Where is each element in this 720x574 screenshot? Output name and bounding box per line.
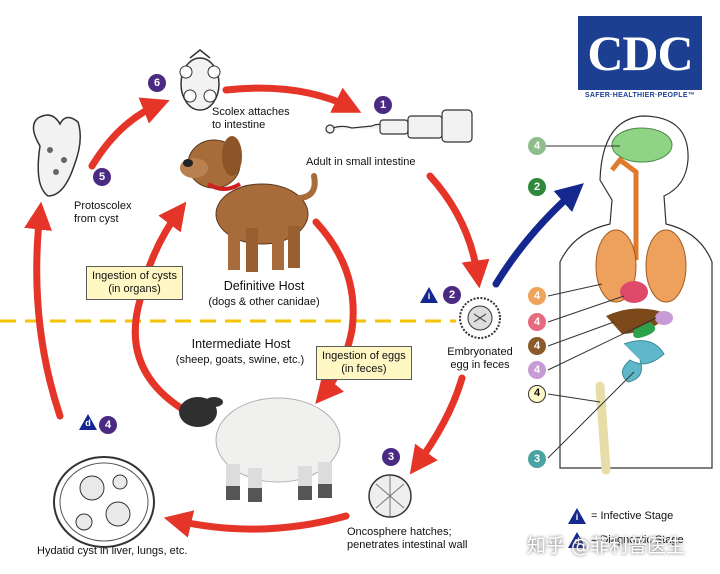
stage-2-badge: 2: [443, 286, 461, 304]
legend-infective-label: = Infective Stage: [591, 510, 674, 522]
human-marker-5: 4: [528, 337, 546, 355]
stage-6-badge: 6: [148, 74, 166, 92]
adult-worm-illustration: [325, 109, 473, 143]
ingestion-of-cysts-line-1: Ingestion of cysts: [92, 270, 177, 282]
stage-2-label-line-1: Embryonated: [447, 346, 513, 358]
human-marker-4: 4: [528, 313, 546, 331]
ingestion-of-eggs-box: Ingestion of eggs (in feces): [316, 346, 412, 380]
stage-6-label: Scolex attaches to intestine: [212, 106, 290, 132]
stage-5-label-line-2: from cyst: [74, 213, 119, 225]
scolex-illustration: [179, 49, 221, 111]
stage-3-label-line-1: Oncosphere hatches;: [347, 526, 452, 538]
cdc-logo-tagline: SAFER·HEALTHIER·PEOPLE™: [584, 92, 696, 99]
stage-4-badge: 4: [99, 416, 117, 434]
stage-1-badge: 1: [374, 96, 392, 114]
human-marker-8: 3: [528, 450, 546, 468]
intermediate-host-title: Intermediate Host: [191, 337, 291, 351]
stage-5-label-line-1: Protoscolex: [74, 200, 132, 212]
dog-illustration: [180, 136, 318, 272]
definitive-host-title: Definitive Host: [223, 279, 305, 293]
human-marker-2: 2: [528, 178, 546, 196]
sheep-illustration: [179, 397, 341, 502]
stage-3-badge: 3: [382, 448, 400, 466]
definitive-host-subtitle: (dogs & other canidae): [208, 296, 320, 308]
stage-5-label: Protoscolex from cyst: [74, 200, 131, 226]
human-marker-3: 4: [528, 287, 546, 305]
ingestion-of-eggs-line-1: Ingestion of eggs: [322, 350, 406, 362]
legend-diagnostic-icon-letter: d: [574, 536, 580, 546]
human-marker-7: 4: [528, 385, 546, 403]
legend-diagnostic-label: = Diagnostic Stage: [591, 534, 684, 546]
legend-icons: [79, 287, 586, 548]
human-body-illustration: [559, 115, 713, 475]
watermark: 知乎 @菲利普医生: [527, 535, 686, 557]
hydatid-cyst-illustration: [53, 456, 155, 548]
stage-1-label: Adult in small intestine: [306, 156, 416, 168]
stage-2-infective-icon-letter: i: [427, 291, 431, 301]
infection-arrow-to-human: [492, 183, 584, 288]
stage-2-label: Embryonated egg in feces: [437, 346, 523, 372]
organ-pointer-lines: [546, 145, 657, 459]
stage-5-badge: 5: [93, 168, 111, 186]
stage-3-label-line-2: penetrates intestinal wall: [347, 539, 468, 551]
cdc-logo-wordmark: CDC: [578, 16, 702, 90]
cdc-logo: CDC SAFER·HEALTHIER·PEOPLE™: [578, 16, 702, 106]
stage-4-label: Hydatid cyst in liver, lungs, etc.: [37, 545, 188, 557]
intermediate-host-subtitle: (sheep, goats, swine, etc.): [175, 354, 305, 366]
stage-6-label-line-1: Scolex attaches: [212, 106, 290, 118]
egg-illustration: [459, 297, 501, 339]
legend-infective-icon-letter: i: [575, 512, 579, 522]
human-marker-6: 4: [528, 361, 546, 379]
stage-3-label: Oncosphere hatches; penetrates intestina…: [347, 526, 467, 552]
ingestion-of-cysts-box: Ingestion of cysts (in organs): [86, 266, 183, 300]
ingestion-of-cysts-line-2: (in organs): [108, 283, 161, 295]
oncosphere-illustration: [368, 474, 412, 518]
stage-6-label-line-2: to intestine: [212, 119, 266, 131]
human-marker-1: 4: [528, 137, 546, 155]
stage-4-diagnostic-icon-letter: d: [85, 418, 91, 428]
stage-2-label-line-2: egg in feces: [450, 359, 510, 371]
ingestion-of-eggs-line-2: (in feces): [341, 363, 387, 375]
protoscolex-illustration: [32, 114, 81, 197]
